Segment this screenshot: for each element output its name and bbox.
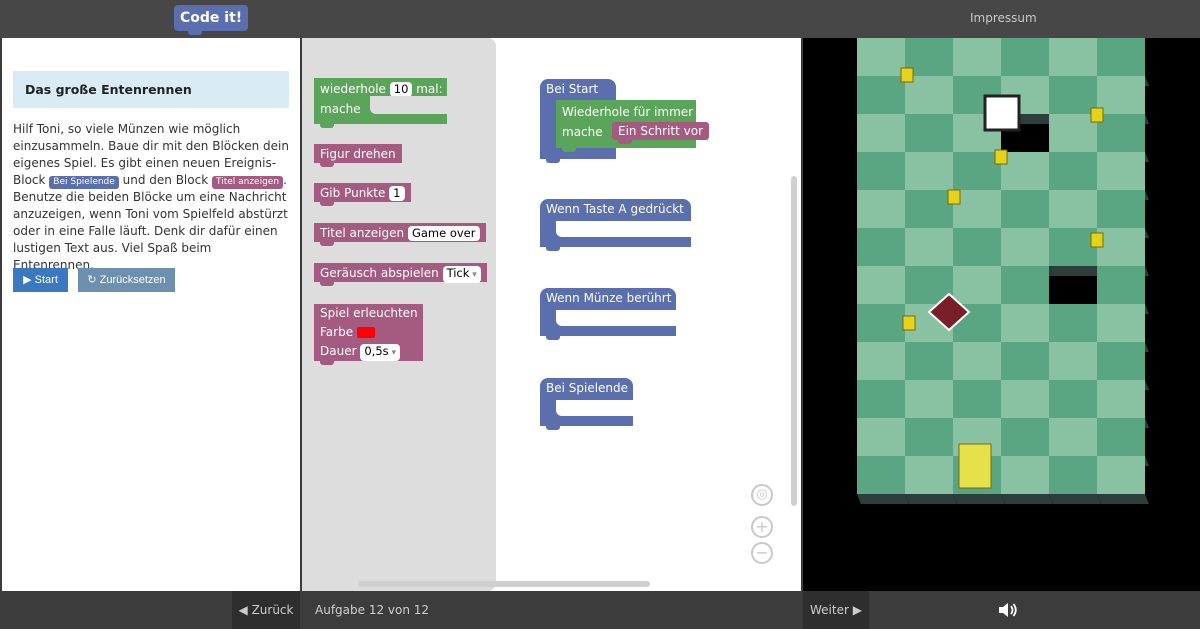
top-bar: Code it! Impressum bbox=[0, 0, 1200, 38]
chevron-left-icon: ◀ bbox=[238, 603, 248, 617]
crosshair-icon[interactable]: ◎ bbox=[751, 484, 773, 506]
task-text-2: und den Block bbox=[118, 173, 212, 187]
back-button[interactable]: ◀ Zurück bbox=[232, 591, 300, 629]
logo[interactable]: Code it! bbox=[174, 5, 249, 35]
toolbox-sound-block[interactable]: Geräusch abspielen Tick bbox=[314, 263, 487, 286]
bottom-bar: ◀ Zurück Aufgabe 12 von 12 Weiter ▶ bbox=[0, 591, 1200, 629]
inline-action-block: Titel anzeigen bbox=[211, 176, 284, 189]
inline-event-block: Bei Spielende bbox=[49, 176, 119, 189]
color-swatch[interactable] bbox=[356, 327, 375, 338]
play-icon: ▶ bbox=[23, 274, 32, 286]
instruction-panel: Das große Entenrennen Hilf Toni, so viel… bbox=[2, 38, 300, 591]
task-title: Das große Entenrennen bbox=[13, 71, 289, 108]
chevron-right-icon: ▶ bbox=[852, 603, 862, 617]
key-a-slot bbox=[556, 221, 691, 237]
impressum-link[interactable]: Impressum bbox=[970, 11, 1037, 25]
duration-dropdown[interactable]: 0,5s bbox=[360, 344, 401, 361]
plus-icon[interactable]: + bbox=[751, 516, 773, 538]
toolbox-points-block[interactable]: Gib Punkte 1 bbox=[314, 183, 411, 206]
points-value-field[interactable]: 1 bbox=[389, 186, 405, 201]
horizontal-scrollbar[interactable] bbox=[358, 581, 650, 587]
speaker-icon[interactable] bbox=[997, 601, 1019, 619]
title-value-field[interactable]: Game over bbox=[407, 226, 480, 241]
game-board bbox=[857, 38, 1149, 504]
step-forward-block[interactable]: Ein Schritt vor bbox=[612, 122, 710, 144]
toolbox-light-block[interactable]: Spiel erleuchten Farbe Dauer 0,5s bbox=[314, 304, 423, 365]
game-end-slot bbox=[556, 400, 633, 416]
task-description: Hilf Toni, so viele Münzen wie möglich e… bbox=[13, 121, 295, 274]
task-text-3: . Benutze die beiden Blöcke um eine Nach… bbox=[13, 173, 288, 272]
repeat-block-slot bbox=[370, 96, 447, 114]
reload-icon: ↻ bbox=[87, 274, 97, 286]
minus-icon[interactable]: − bbox=[751, 542, 773, 564]
game-stage[interactable] bbox=[803, 38, 1200, 591]
vertical-scrollbar[interactable] bbox=[791, 176, 797, 506]
toolbox-turn-block[interactable]: Figur drehen bbox=[314, 144, 402, 167]
reset-button[interactable]: ↻ Zurücksetzen bbox=[78, 268, 175, 292]
start-button[interactable]: ▶ Start bbox=[13, 268, 68, 292]
toolbox-title-block[interactable]: Titel anzeigen Game over bbox=[314, 223, 486, 246]
coin-slot bbox=[556, 310, 676, 326]
block-editor[interactable]: wiederhole 10 mal: mache Figur drehen Gi… bbox=[302, 38, 801, 591]
next-button[interactable]: Weiter ▶ bbox=[803, 591, 869, 629]
sound-dropdown[interactable]: Tick bbox=[442, 266, 481, 283]
repeat-count-field[interactable]: 10 bbox=[389, 82, 413, 97]
task-counter: Aufgabe 12 von 12 bbox=[315, 603, 430, 617]
toolbox-repeat-block[interactable]: wiederhole 10 mal: mache bbox=[314, 78, 447, 128]
task-text-1: Hilf Toni, so viele Münzen wie möglich e… bbox=[13, 122, 289, 187]
